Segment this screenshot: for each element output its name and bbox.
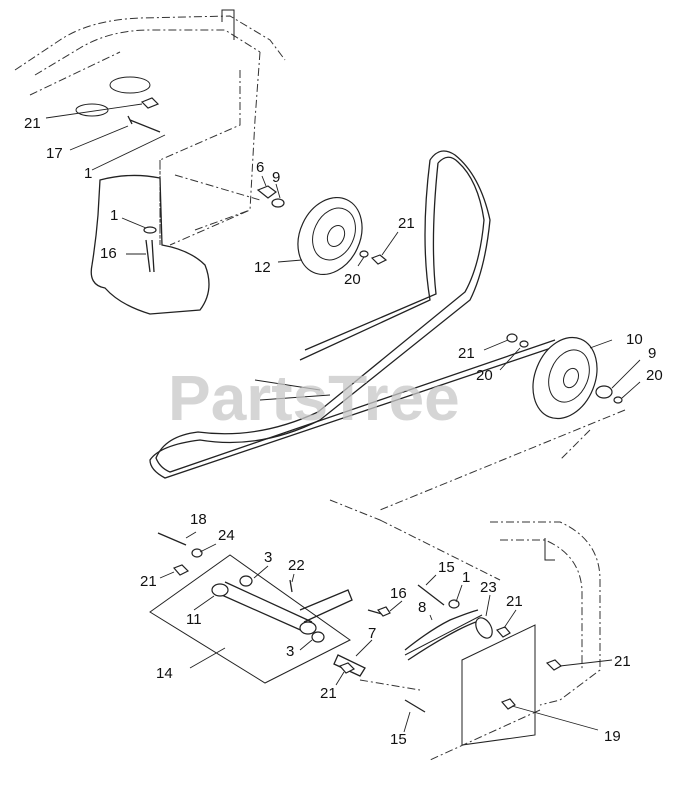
idler-arm-assembly: [149, 532, 391, 684]
callout-15: 15: [390, 731, 407, 748]
callout-7: 7: [368, 625, 376, 642]
callout-23: 23: [480, 579, 497, 596]
callout-21: 21: [398, 215, 415, 232]
callout-21: 21: [506, 593, 523, 610]
cutaway-outline: [90, 174, 210, 315]
drive-belt: [149, 150, 561, 479]
upper-hardware: [127, 97, 261, 273]
callout-labels: 21 17 1 1 16 6 9 21 12 20 10 21 20 9 20 …: [24, 115, 663, 748]
callout-21: 21: [320, 685, 337, 702]
callout-18: 18: [190, 511, 207, 528]
callout-9: 9: [648, 345, 656, 362]
callout-21: 21: [614, 653, 631, 670]
callout-6: 6: [256, 159, 264, 176]
callout-21: 21: [24, 115, 41, 132]
callout-14: 14: [156, 665, 173, 682]
callout-20: 20: [344, 271, 361, 288]
watermark: PartsTree: [168, 362, 460, 434]
callout-10: 10: [626, 331, 643, 348]
callout-20: 20: [476, 367, 493, 384]
callout-16: 16: [100, 245, 117, 262]
callout-21: 21: [458, 345, 475, 362]
callout-9: 9: [272, 169, 280, 186]
callout-22: 22: [288, 557, 305, 574]
callout-19: 19: [604, 728, 621, 745]
callout-12: 12: [254, 259, 271, 276]
lower-pulley: [379, 333, 626, 511]
callout-3: 3: [264, 549, 272, 566]
callout-11: 11: [186, 611, 202, 628]
upper-frame: [14, 9, 286, 246]
callout-16: 16: [390, 585, 407, 602]
callout-3: 3: [286, 643, 294, 660]
spring-assembly: [404, 584, 511, 661]
callout-21: 21: [140, 573, 157, 590]
callout-17: 17: [46, 145, 63, 162]
callout-1: 1: [462, 569, 470, 586]
upper-pulley: [256, 185, 388, 276]
callout-1: 1: [110, 207, 118, 224]
callout-1: 1: [84, 165, 92, 182]
callout-20: 20: [646, 367, 663, 384]
callout-15: 15: [438, 559, 455, 576]
leader-lines: [45, 103, 641, 733]
callout-8: 8: [418, 599, 426, 616]
callout-24: 24: [218, 527, 235, 544]
